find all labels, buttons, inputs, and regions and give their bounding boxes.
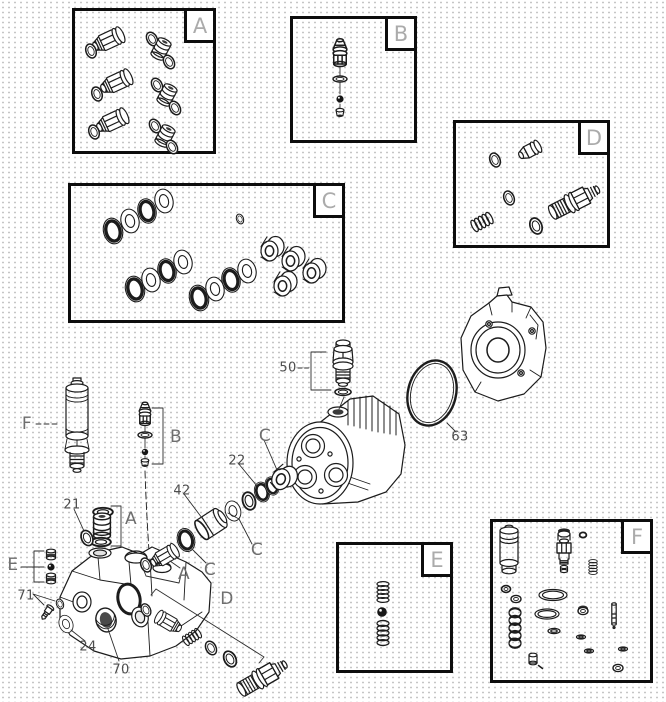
detail-box-d-label: D xyxy=(578,123,607,155)
callout-f: F xyxy=(21,414,33,434)
oring-63-drawing xyxy=(406,359,458,427)
callout-d: D xyxy=(220,589,234,609)
kit-e-parts-drawing xyxy=(376,580,390,647)
callout-22: 22 xyxy=(228,453,246,469)
detail-box-e: E xyxy=(336,542,453,673)
valve-stack-a-drawing xyxy=(90,506,114,548)
callout-70: 70 xyxy=(112,662,130,678)
detail-box-b-label: B xyxy=(385,19,414,51)
callout-c-seals: C xyxy=(250,540,264,560)
kit-d-parts-drawing xyxy=(468,139,605,237)
plunger-seal-row-drawing xyxy=(137,461,301,575)
callout-a-plug: A xyxy=(177,564,191,584)
kit-c-parts-drawing xyxy=(98,186,327,315)
detail-box-d: D xyxy=(453,120,610,248)
pump-crankcase-drawing xyxy=(286,395,406,505)
detail-box-e-label: E xyxy=(421,545,450,577)
injector-stack-b-drawing xyxy=(137,401,153,569)
detail-box-e-letter: E xyxy=(430,547,444,572)
detail-box-c-label: C xyxy=(313,186,342,218)
detail-box-b-letter: B xyxy=(393,21,409,46)
detail-box-f-letter: F xyxy=(630,524,644,549)
kit-a-parts-drawing xyxy=(83,24,184,157)
callout-50: 50 xyxy=(279,360,297,376)
leader-lines xyxy=(20,351,457,664)
callout-71: 71 xyxy=(17,588,35,604)
callout-e: E xyxy=(7,555,19,575)
kit-f-parts-drawing xyxy=(499,524,629,673)
detail-box-a: A xyxy=(72,8,216,154)
detail-box-f: F xyxy=(490,519,653,683)
detail-box-d-letter: D xyxy=(585,125,603,150)
callout-63: 63 xyxy=(451,429,469,445)
kit-b-parts-drawing xyxy=(332,38,348,118)
callout-24: 24 xyxy=(79,639,97,655)
screw-71-drawing xyxy=(41,597,66,620)
callout-c-nut: C xyxy=(258,426,272,446)
detail-box-c-letter: C xyxy=(321,188,337,213)
detail-box-f-label: F xyxy=(621,522,650,554)
detail-box-a-letter: A xyxy=(192,13,208,38)
kit-e-parts-main-drawing xyxy=(45,548,57,585)
detail-box-a-label: A xyxy=(184,11,213,43)
bell-housing-drawing xyxy=(460,286,547,402)
callout-21: 21 xyxy=(63,497,81,513)
callout-c-seal: C xyxy=(203,560,217,580)
callout-42: 42 xyxy=(173,483,191,499)
fitting-50-drawing xyxy=(332,339,354,397)
detail-box-c: C xyxy=(68,183,345,323)
unloader-valve-drawing xyxy=(64,377,90,473)
detail-box-b: B xyxy=(290,16,417,143)
callout-b: B xyxy=(169,427,183,447)
callout-a-manifold: A xyxy=(124,509,138,529)
